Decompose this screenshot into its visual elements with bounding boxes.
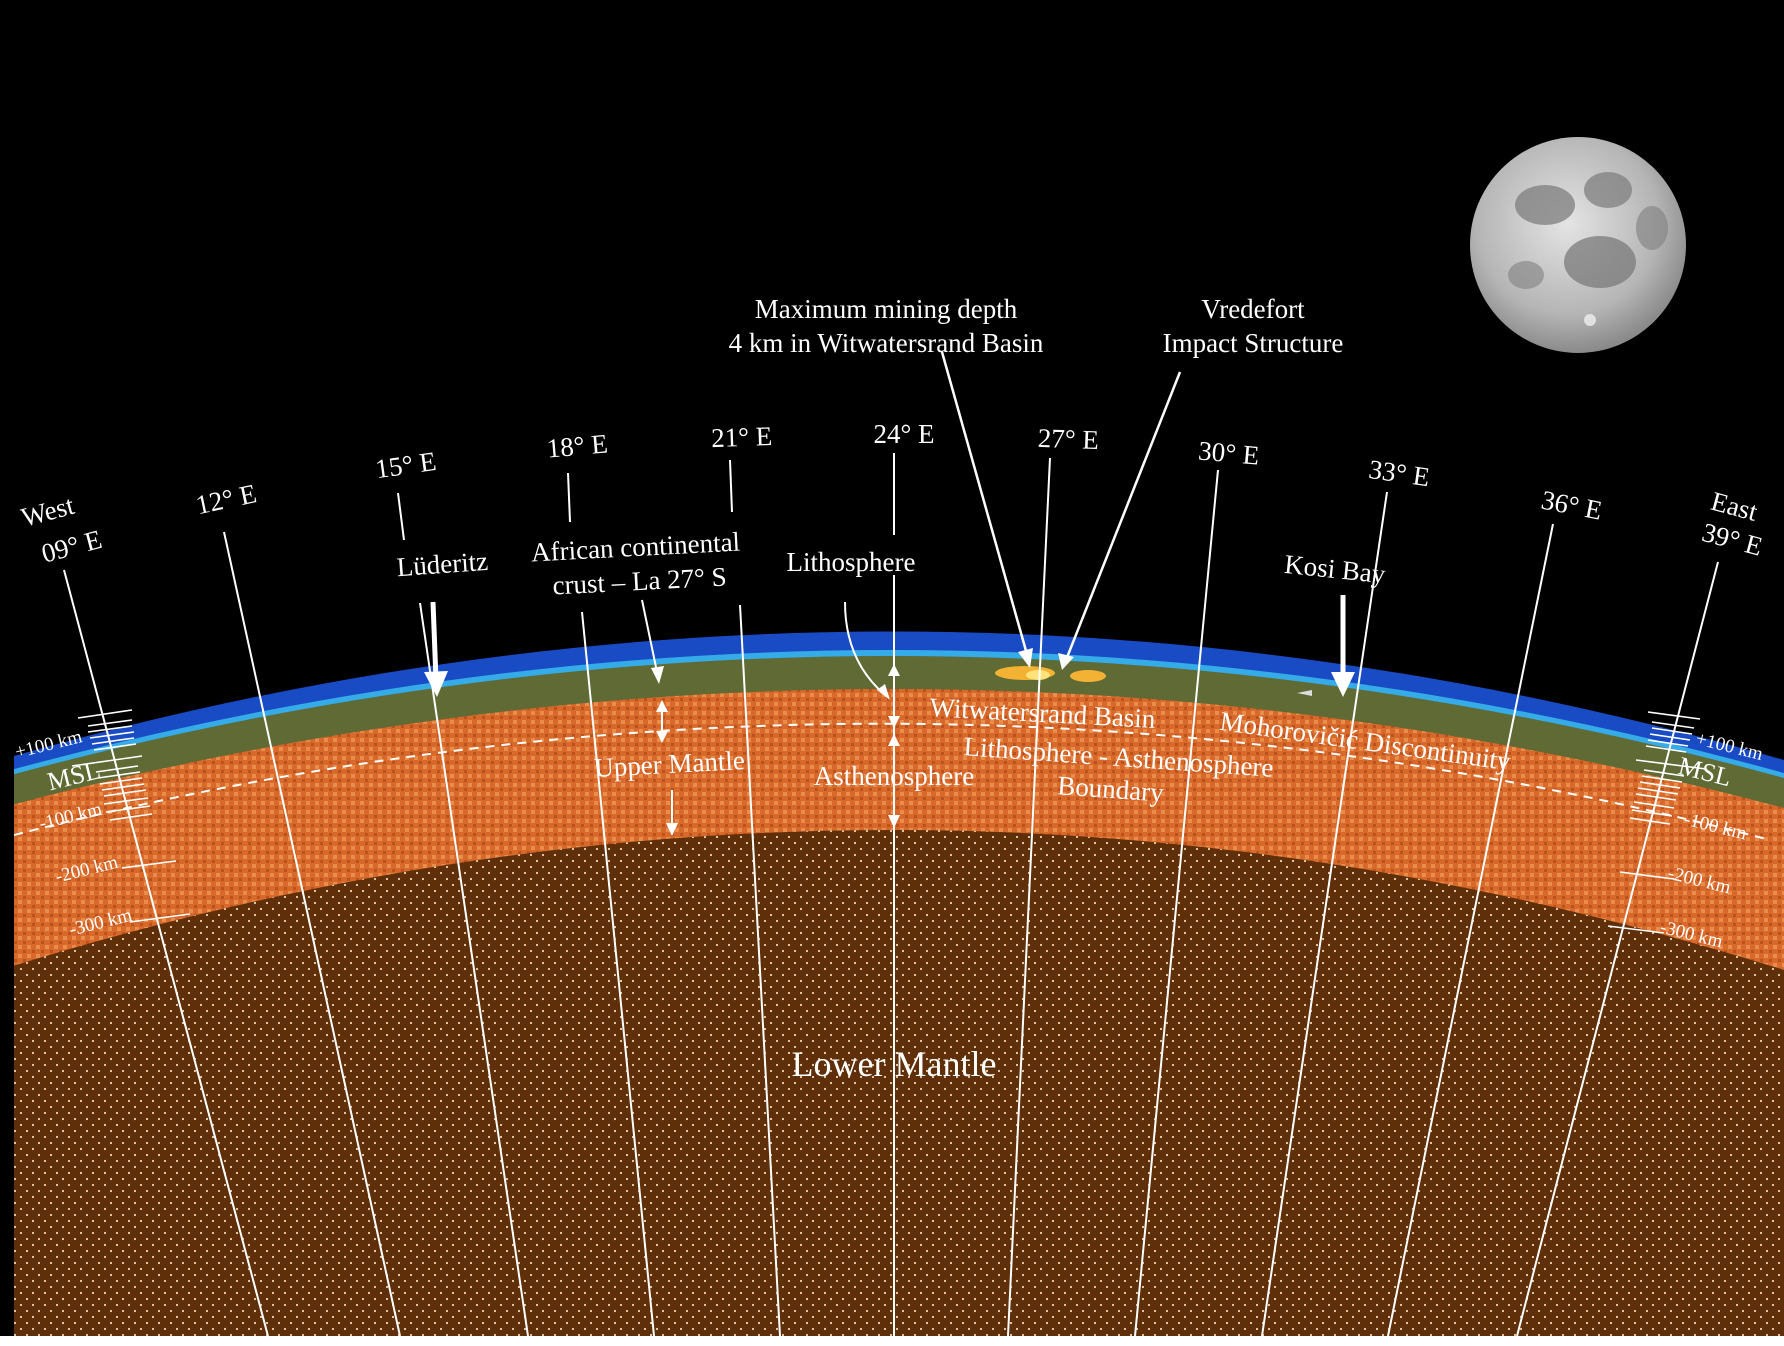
lab-boundary-label-line2: Boundary xyxy=(1056,770,1165,807)
kosi-bay-marker xyxy=(1297,690,1312,696)
mining-depth-pointer xyxy=(940,351,1030,659)
right-depth-scale xyxy=(1607,711,1707,934)
meridian-12e xyxy=(223,531,401,1337)
asthenosphere-label: Asthenosphere xyxy=(814,761,974,791)
meridian-39e xyxy=(1516,561,1719,1337)
meridian-21e-upper xyxy=(729,459,733,513)
mining-depth-label: Maximum mining depth xyxy=(755,294,1018,324)
vredefort-label-line2: Impact Structure xyxy=(1163,328,1344,358)
left-depth-scale xyxy=(71,709,191,923)
meridian-36e xyxy=(1387,523,1554,1337)
longitude-label-27e: 27° E xyxy=(1037,423,1099,455)
longitude-label-30e: 30° E xyxy=(1197,435,1260,470)
lithosphere-pointer xyxy=(844,601,885,695)
mining-depth-label-line2: 4 km in Witwatersrand Basin xyxy=(729,328,1044,358)
luderitz-arrow xyxy=(430,601,439,681)
meridian-09e xyxy=(63,569,269,1337)
longitude-lines xyxy=(63,453,1719,1337)
bottom-margin xyxy=(0,1336,1784,1341)
vredefort-label: Vredefort xyxy=(1201,294,1305,324)
meridian-15e-upper xyxy=(397,492,405,541)
meridian-21e xyxy=(739,604,781,1337)
lithosphere-label: Lithosphere xyxy=(787,547,916,577)
callout-arrows xyxy=(424,351,1355,836)
longitude-label-18e: 18° E xyxy=(546,428,609,463)
longitude-label-24e: 24° E xyxy=(873,419,934,449)
crust-pointer xyxy=(641,599,658,673)
lower-mantle-layer xyxy=(14,830,1784,1336)
meridian-30e xyxy=(1134,469,1219,1337)
moon-image xyxy=(1470,137,1686,353)
meridian-18e-upper xyxy=(567,472,571,523)
meridian-18e xyxy=(581,611,655,1337)
meridian-27e xyxy=(1007,457,1051,1337)
longitude-label-21e: 21° E xyxy=(711,421,773,453)
luderitz-label: Lüderitz xyxy=(396,546,489,582)
lower-mantle-label: Lower Mantle xyxy=(792,1044,997,1084)
meridian-33e xyxy=(1261,491,1388,1337)
meridian-15e xyxy=(419,602,529,1337)
vredefort-pointer xyxy=(1064,371,1182,661)
